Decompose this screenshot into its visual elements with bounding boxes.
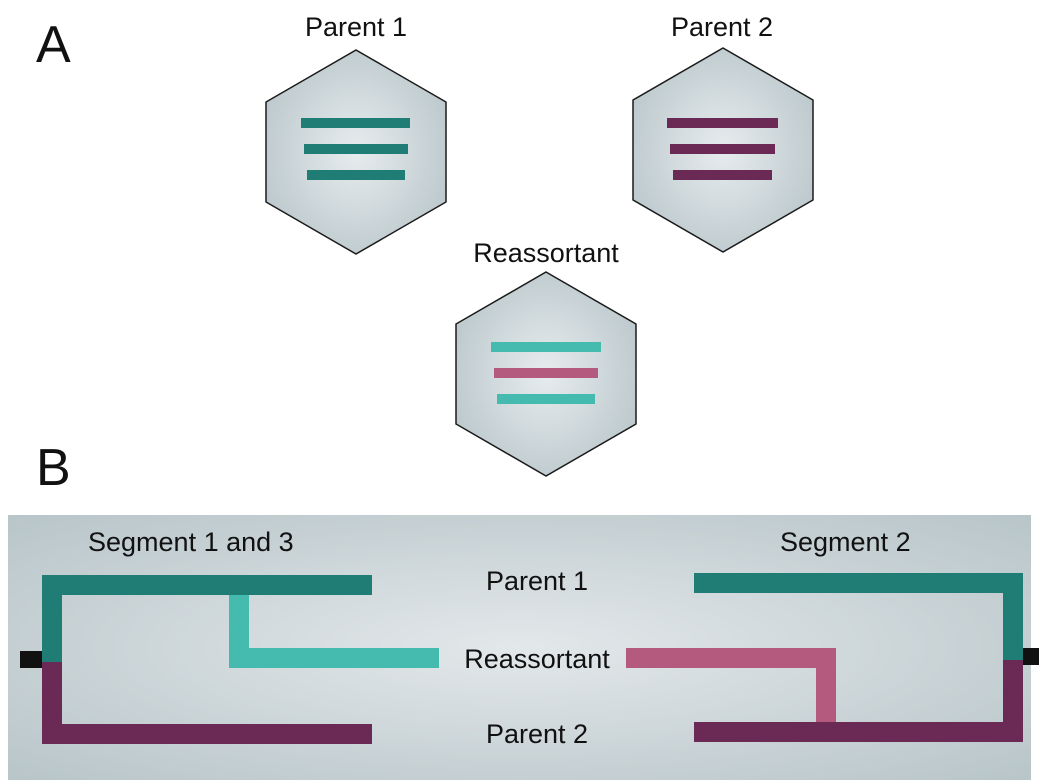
- right-root-stub: [1020, 648, 1039, 665]
- parent2-virion: Parent 2: [632, 12, 814, 253]
- panel-b-letter: B: [36, 439, 71, 497]
- parent2-segment-2: [670, 144, 775, 154]
- right-parent2-vertical: [1003, 660, 1023, 742]
- parent2-segment-3: [673, 170, 772, 180]
- tree-reassortant-label: Reassortant: [464, 644, 610, 674]
- reassortant-title: Reassortant: [473, 238, 619, 268]
- right-parent1-vertical: [1003, 573, 1023, 660]
- parent2-title: Parent 2: [671, 12, 773, 42]
- reassortant-segment-3: [497, 394, 595, 404]
- parent1-virion: Parent 1: [265, 12, 447, 255]
- left-parent2-vertical: [42, 662, 62, 744]
- parent1-segment-1: [301, 118, 410, 128]
- reassortant-segment-1: [491, 342, 601, 352]
- reassortant-segment-2: [494, 368, 598, 378]
- parent2-segment-1: [667, 118, 778, 128]
- right-parent1-branch: [694, 573, 1023, 593]
- reassortant-virion: Reassortant: [455, 238, 637, 477]
- segment-1-and-3-label: Segment 1 and 3: [88, 527, 294, 557]
- tree-segments-1-and-3: [20, 575, 439, 744]
- panel-a-letter: A: [36, 16, 71, 74]
- parent1-segment-3: [307, 170, 405, 180]
- segment-2-label: Segment 2: [780, 527, 911, 557]
- right-reassortant-vertical: [816, 648, 836, 722]
- tree-parent2-label: Parent 2: [486, 719, 588, 749]
- tree-segment-2: [626, 573, 1039, 742]
- right-parent2-branch: [694, 722, 1023, 742]
- left-parent1-branch: [42, 575, 372, 595]
- tree-parent1-label: Parent 1: [486, 566, 588, 596]
- parent1-title: Parent 1: [305, 12, 407, 42]
- left-parent1-vertical: [42, 575, 62, 662]
- left-parent2-branch: [42, 724, 372, 744]
- right-reassortant-branch: [626, 648, 836, 668]
- left-root-stub: [20, 651, 44, 668]
- parent1-segment-2: [304, 144, 408, 154]
- left-reassortant-branch: [229, 648, 439, 668]
